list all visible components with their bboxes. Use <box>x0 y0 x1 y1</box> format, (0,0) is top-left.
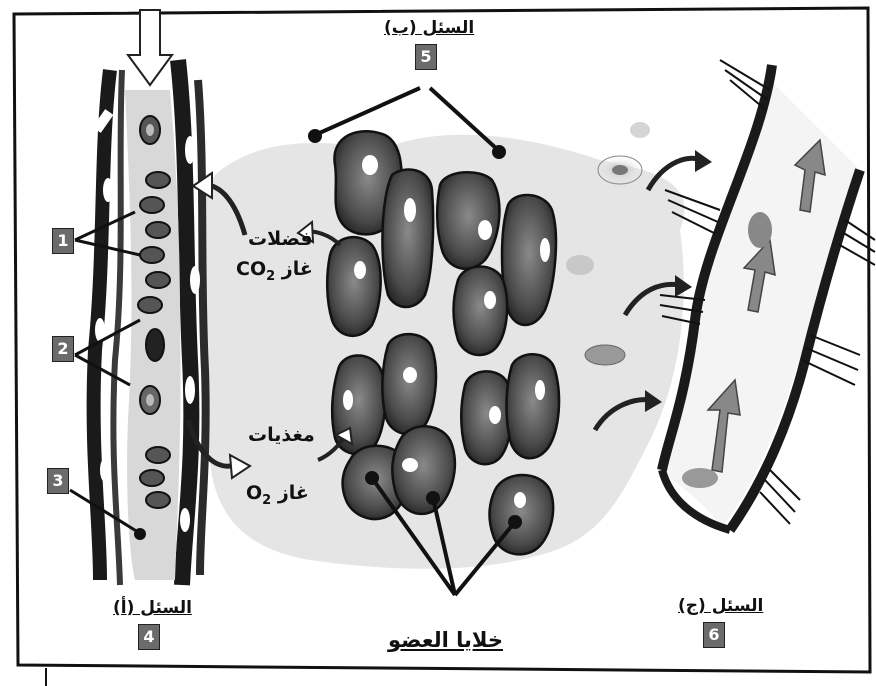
number-3: 3 <box>47 468 69 494</box>
fluid-b-label: السئل (ب) <box>384 18 474 38</box>
number-1: 1 <box>52 228 74 254</box>
nutrients-label: مغذيات <box>248 424 315 446</box>
co2-subscript: 2 <box>266 269 275 284</box>
o2-prefix: غاز <box>278 482 309 504</box>
number-4: 4 <box>138 624 160 650</box>
organ-cells-title: خلايا العضو <box>388 628 503 652</box>
co2-label: CO2 غاز <box>236 258 313 284</box>
fluid-a-label: السئل (أ) <box>113 598 192 618</box>
pointer-dot-3 <box>134 528 146 540</box>
number-2: 2 <box>52 336 74 362</box>
o2-formula: O <box>246 482 262 504</box>
wastes-label: فضلات <box>248 228 313 250</box>
blood-flow-arrow <box>128 10 172 85</box>
fluid-c-label: السئل (ج) <box>678 596 763 616</box>
blood-capillary <box>93 10 206 585</box>
co2-formula: CO <box>236 258 266 280</box>
number-6: 6 <box>703 622 725 648</box>
number-5: 5 <box>415 44 437 70</box>
o2-label: O2 غاز <box>246 482 309 508</box>
co2-prefix: غاز <box>282 258 313 280</box>
o2-subscript: 2 <box>262 493 271 508</box>
